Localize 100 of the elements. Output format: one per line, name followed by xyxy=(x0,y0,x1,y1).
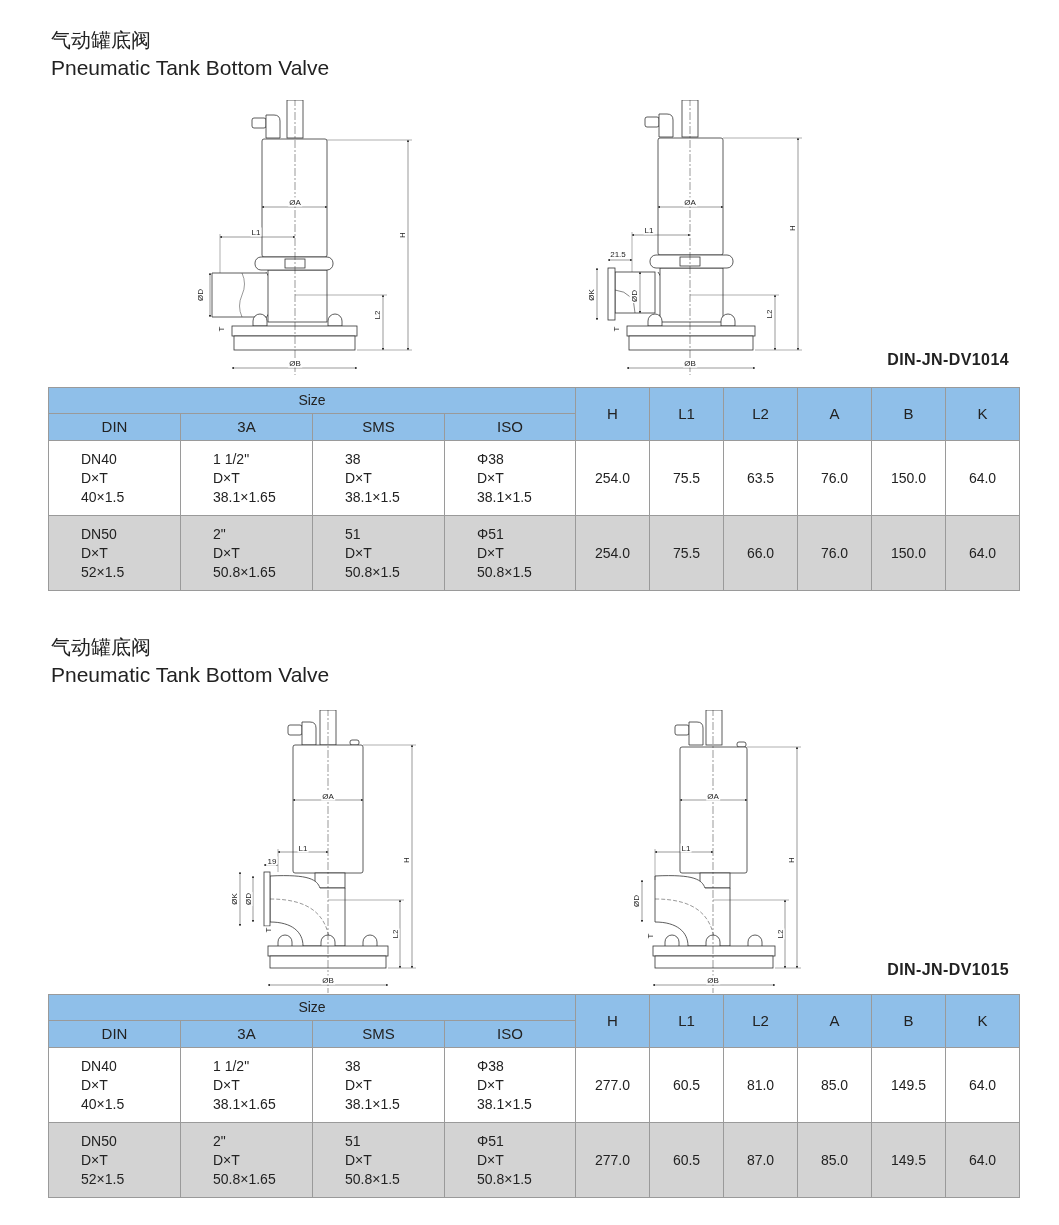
dimension-label: 21.5 xyxy=(609,249,627,259)
header-cell: DIN xyxy=(49,414,180,440)
size-spec: D×T xyxy=(477,468,505,488)
size-spec: 38.1×1.5 xyxy=(345,487,401,507)
dimension-label: ØD xyxy=(629,289,639,303)
size-spec: DN50 xyxy=(81,1131,118,1151)
size-spec: D×T xyxy=(477,1075,505,1095)
size-spec: 38 xyxy=(345,1056,362,1076)
header-cell: A xyxy=(798,388,871,440)
size-spec: DN50 xyxy=(81,524,118,544)
size-spec: D×T xyxy=(81,468,109,488)
table-cell: 81.0 xyxy=(724,1048,797,1122)
table-cell: 254.0 xyxy=(576,441,649,515)
size-spec: D×T xyxy=(213,1075,241,1095)
size-spec: 38.1×1.65 xyxy=(213,1094,277,1114)
table-cell: 277.0 xyxy=(576,1123,649,1197)
header-cell: L1 xyxy=(650,388,723,440)
dimension-label: ØK xyxy=(229,892,239,906)
size-spec: 50.8×1.5 xyxy=(477,562,533,582)
size-spec: D×T xyxy=(81,1150,109,1170)
size-spec: 50.8×1.65 xyxy=(213,562,277,582)
table-cell: 66.0 xyxy=(724,516,797,590)
table-cell: 60.5 xyxy=(650,1123,723,1197)
header-cell: B xyxy=(872,388,945,440)
heading: 气动罐底阀 xyxy=(51,28,151,52)
size-spec: Φ51 xyxy=(477,524,505,544)
dimension-label: H xyxy=(401,856,411,864)
header-cell: L1 xyxy=(650,995,723,1047)
heading: 气动罐底阀 xyxy=(51,635,151,659)
dimension-label: ØA xyxy=(683,197,697,207)
dimension-label: T xyxy=(645,932,655,940)
size-spec: D×T xyxy=(477,543,505,563)
size-spec: D×T xyxy=(345,543,373,563)
header-cell: 3A xyxy=(181,414,312,440)
size-spec: 38.1×1.5 xyxy=(477,1094,533,1114)
dimension-label: L2 xyxy=(390,928,400,940)
table-cell: 150.0 xyxy=(872,441,945,515)
size-spec: D×T xyxy=(345,1075,373,1095)
size-spec: 52×1.5 xyxy=(81,1169,126,1189)
dimension-label: ØB xyxy=(321,975,335,985)
heading: Pneumatic Tank Bottom Valve xyxy=(51,663,330,687)
size-spec: 52×1.5 xyxy=(81,562,126,582)
size-spec: DN40 xyxy=(81,449,118,469)
size-spec: D×T xyxy=(213,1150,241,1170)
dimension-label: ØK xyxy=(586,288,596,302)
table-cell: 254.0 xyxy=(576,516,649,590)
dimension-label: H xyxy=(787,224,797,232)
header-cell: ISO xyxy=(445,414,575,440)
table-cell: 277.0 xyxy=(576,1048,649,1122)
size-spec: D×T xyxy=(213,468,241,488)
size-spec: 50.8×1.65 xyxy=(213,1169,277,1189)
table-cell: 75.5 xyxy=(650,516,723,590)
dimension-label: L1 xyxy=(250,227,262,237)
size-spec: 50.8×1.5 xyxy=(345,1169,401,1189)
table-cell: 149.5 xyxy=(872,1048,945,1122)
dimension-label: ØD xyxy=(195,288,205,302)
dimension-label: ØB xyxy=(683,358,697,368)
header-cell: ISO xyxy=(445,1021,575,1047)
dimension-label: H xyxy=(397,231,407,239)
size-spec: 2" xyxy=(213,524,227,544)
header-cell: L2 xyxy=(724,995,797,1047)
size-spec: D×T xyxy=(81,1075,109,1095)
table-cell: 64.0 xyxy=(946,1123,1019,1197)
size-spec: 51 xyxy=(345,1131,362,1151)
dimension-label: ØB xyxy=(706,975,720,985)
dimension-label: L2 xyxy=(775,928,785,940)
table-cell: 64.0 xyxy=(946,516,1019,590)
size-spec: 50.8×1.5 xyxy=(477,1169,533,1189)
table-cell: 60.5 xyxy=(650,1048,723,1122)
header-cell: SMS xyxy=(313,1021,444,1047)
header-cell: K xyxy=(946,995,1019,1047)
header-cell: DIN xyxy=(49,1021,180,1047)
size-spec: 40×1.5 xyxy=(81,487,126,507)
dimension-label: L2 xyxy=(372,309,382,321)
table-cell: 87.0 xyxy=(724,1123,797,1197)
dimension-label: ØA xyxy=(321,791,335,801)
dimension-label: ØA xyxy=(288,197,302,207)
table-cell: 149.5 xyxy=(872,1123,945,1197)
size-spec: D×T xyxy=(477,1150,505,1170)
size-spec: 38.1×1.5 xyxy=(477,487,533,507)
table-cell: 63.5 xyxy=(724,441,797,515)
header-cell: Size xyxy=(49,388,575,413)
size-spec: 1 1/2" xyxy=(213,449,251,469)
header-cell: L2 xyxy=(724,388,797,440)
size-spec: 38.1×1.65 xyxy=(213,487,277,507)
size-spec: 50.8×1.5 xyxy=(345,562,401,582)
size-spec: D×T xyxy=(345,1150,373,1170)
table-cell: 75.5 xyxy=(650,441,723,515)
heading: Pneumatic Tank Bottom Valve xyxy=(51,56,330,80)
header-cell: H xyxy=(576,995,649,1047)
size-spec: DN40 xyxy=(81,1056,118,1076)
dimension-label: ØD xyxy=(243,892,253,906)
table-cell: 85.0 xyxy=(798,1123,871,1197)
header-cell: K xyxy=(946,388,1019,440)
header-cell: H xyxy=(576,388,649,440)
size-spec: D×T xyxy=(81,543,109,563)
table-cell: 76.0 xyxy=(798,516,871,590)
size-spec: 38.1×1.5 xyxy=(345,1094,401,1114)
header-cell: 3A xyxy=(181,1021,312,1047)
dimension-label: ØA xyxy=(706,791,720,801)
